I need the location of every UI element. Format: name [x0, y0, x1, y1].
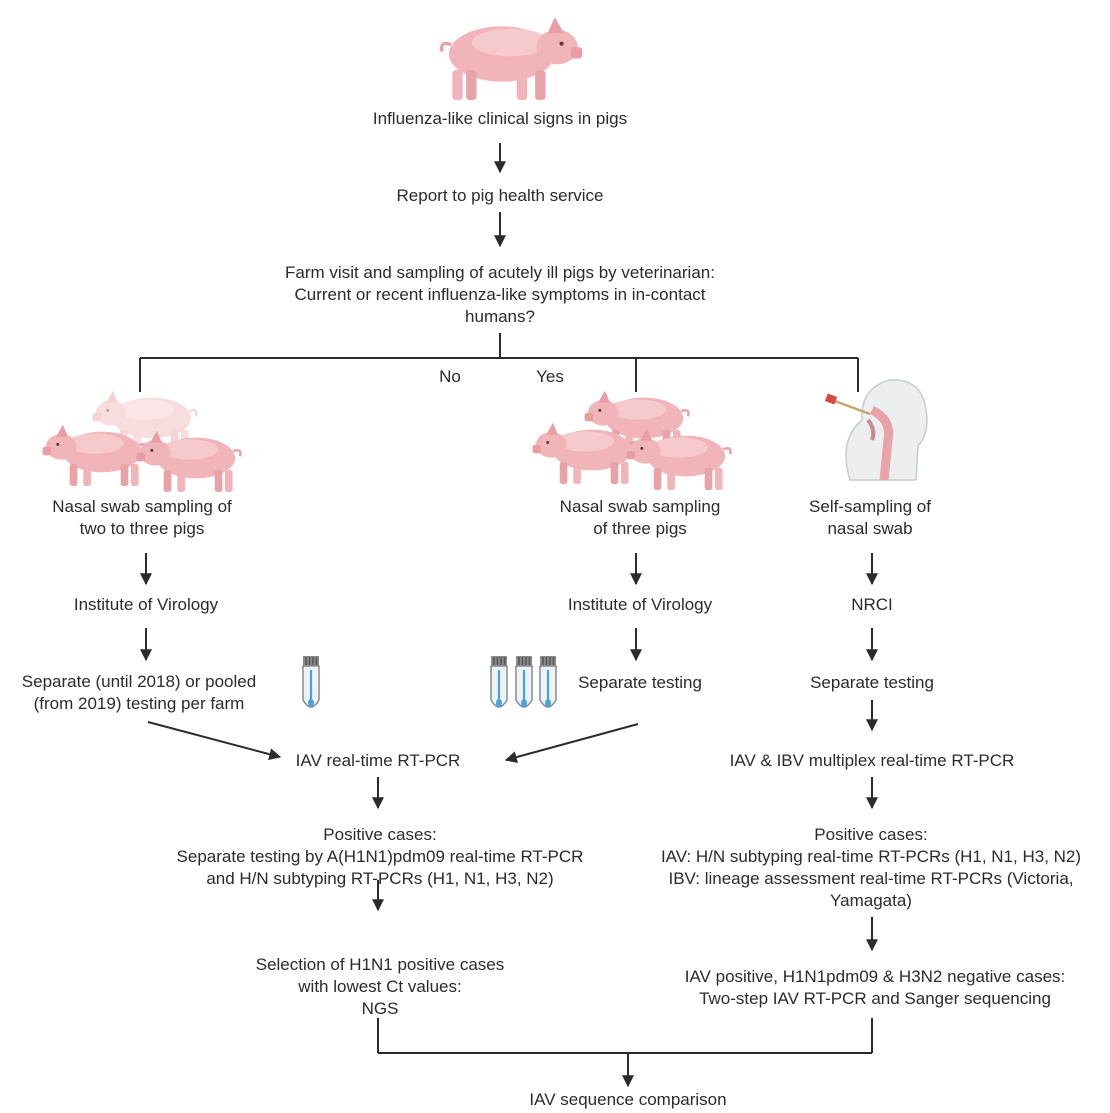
- right-positive-line-1: Positive cases:: [814, 825, 928, 844]
- selection-ngs-box: Selection of H1N1 positive cases with lo…: [200, 954, 560, 1020]
- right-positive-box: Positive cases: IAV: H/N subtyping real-…: [626, 824, 1110, 912]
- nrci-box: NRCI: [851, 595, 893, 614]
- right-positive-line-2: IAV: H/N subtyping real-time RT-PCRs (H1…: [660, 847, 1082, 866]
- left-sampling-box: Nasal swab sampling of two to three pigs: [10, 496, 274, 540]
- right-negative-box: IAV positive, H1N1pdm09 & H3N2 negative …: [630, 966, 1110, 1010]
- middle-positive-box: Positive cases: Separate testing by A(H1…: [130, 824, 630, 890]
- left-institute-box: Institute of Virology: [73, 595, 219, 614]
- right-sampling-box: Self-sampling of nasal swab: [770, 496, 970, 540]
- right-testing-box: Separate testing: [810, 673, 934, 692]
- left-sampling-line-1: Nasal swab sampling of: [52, 497, 232, 516]
- selection-line-3: NGS: [361, 999, 399, 1018]
- right-positive-line-4: Yamagata): [830, 891, 912, 910]
- farm-visit-line-1: Farm visit and sampling of acutely ill p…: [285, 263, 715, 282]
- middle-sampling-line-1: Nasal swab sampling: [559, 497, 721, 516]
- farm-visit-question-box: Farm visit and sampling of acutely ill p…: [200, 262, 800, 328]
- middle-sampling-line-2: of three pigs: [593, 519, 687, 538]
- left-testing-line-1: Separate (until 2018) or pooled: [21, 672, 257, 691]
- middle-positive-line-1: Positive cases:: [323, 825, 437, 844]
- left-testing-box: Separate (until 2018) or pooled (from 20…: [0, 671, 278, 715]
- middle-testing-box: Separate testing: [578, 673, 702, 692]
- test-tube-rack: [489, 654, 558, 709]
- pig-group-illustration-middle: [531, 389, 732, 492]
- right-sampling-line-2: nasal swab: [827, 519, 913, 538]
- selection-line-2: with lowest Ct values:: [298, 977, 462, 996]
- report-box: Report to pig health service: [396, 186, 604, 205]
- selection-line-1: Selection of H1N1 positive cases: [255, 955, 505, 974]
- iav-pcr-box: IAV real-time RT-PCR: [295, 751, 461, 770]
- right-sampling-line-1: Self-sampling of: [809, 497, 931, 516]
- left-testing-line-2: (from 2019) testing per farm: [33, 694, 245, 713]
- branch-label-yes: Yes: [536, 367, 564, 386]
- middle-sampling-box: Nasal swab sampling of three pigs: [520, 496, 760, 540]
- sequence-comparison-box: IAV sequence comparison: [529, 1090, 727, 1109]
- right-negative-line-1: IAV positive, H1N1pdm09 & H3N2 negative …: [684, 967, 1066, 986]
- middle-positive-line-2: Separate testing by A(H1N1)pdm09 real-ti…: [176, 847, 584, 866]
- left-sampling-line-2: two to three pigs: [79, 519, 205, 538]
- human-self-sampling-illustration: [824, 379, 928, 481]
- pig-group-illustration-left: [41, 389, 242, 494]
- multiplex-pcr-box: IAV & IBV multiplex real-time RT-PCR: [729, 751, 1015, 770]
- farm-visit-line-3: humans?: [465, 307, 535, 326]
- middle-positive-line-3: and H/N subtyping RT-PCRs (H1, N1, H3, N…: [206, 869, 554, 888]
- connectors: [139, 143, 878, 1088]
- branch-label-no: No: [439, 367, 461, 386]
- farm-visit-line-2: Current or recent influenza-like symptom…: [294, 285, 706, 304]
- test-tube-single: [301, 654, 321, 709]
- pig-illustration-top: [439, 15, 585, 102]
- right-positive-line-3: IBV: lineage assessment real-time RT-PCR…: [668, 869, 1074, 888]
- middle-institute-box: Institute of Virology: [567, 595, 713, 614]
- right-negative-line-2: Two-step IAV RT-PCR and Sanger sequencin…: [699, 989, 1051, 1008]
- clinical-signs-box: Influenza-like clinical signs in pigs: [372, 109, 628, 128]
